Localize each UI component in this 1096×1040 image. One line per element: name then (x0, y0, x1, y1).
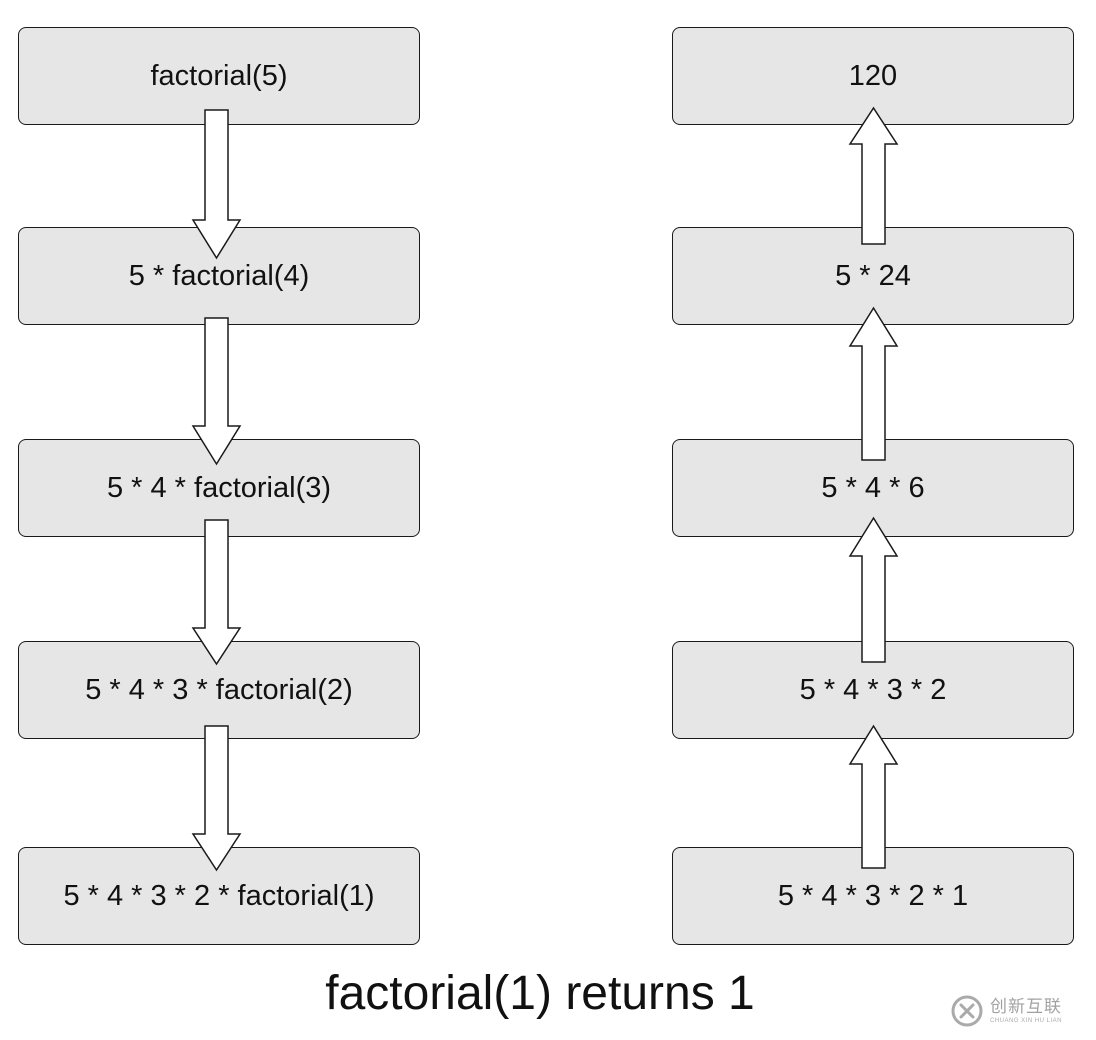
left-box-2: 5 * factorial(4) (18, 227, 420, 325)
up-arrow-2 (848, 306, 899, 461)
watermark-logo-icon (951, 995, 983, 1027)
left-box-4-label: 5 * 4 * 3 * factorial(2) (85, 673, 353, 706)
right-box-2-label: 5 * 24 (835, 259, 911, 292)
watermark-main-text: 创新互联 (990, 997, 1062, 1016)
right-box-2: 5 * 24 (672, 227, 1074, 325)
left-box-3-label: 5 * 4 * factorial(3) (106, 471, 332, 504)
left-box-2-label: 5 * factorial(4) (128, 259, 310, 292)
caption: factorial(1) returns 1 (325, 967, 755, 1020)
left-box-3: 5 * 4 * factorial(3) (18, 439, 420, 537)
right-box-3: 5 * 4 * 6 (672, 439, 1074, 537)
up-arrow-1 (848, 106, 899, 245)
right-box-3-label: 5 * 4 * 6 (821, 471, 925, 504)
watermark: 创新互联 CHUANG XIN HU LIAN (950, 986, 1090, 1036)
watermark-sub-text: CHUANG XIN HU LIAN (990, 1018, 1063, 1024)
right-box-4-label: 5 * 4 * 3 * 2 (799, 673, 947, 706)
left-box-5: 5 * 4 * 3 * 2 * factorial(1) (18, 847, 420, 945)
left-box-1-label: factorial(5) (150, 59, 288, 92)
left-box-5-label: 5 * 4 * 3 * 2 * factorial(1) (63, 879, 375, 912)
left-box-1: factorial(5) (18, 27, 420, 125)
right-box-5: 5 * 4 * 3 * 2 * 1 (672, 847, 1074, 945)
right-box-1-label: 120 (848, 59, 898, 92)
right-box-5-label: 5 * 4 * 3 * 2 * 1 (777, 879, 969, 912)
right-box-4: 5 * 4 * 3 * 2 (672, 641, 1074, 739)
right-box-1: 120 (672, 27, 1074, 125)
left-box-4: 5 * 4 * 3 * factorial(2) (18, 641, 420, 739)
